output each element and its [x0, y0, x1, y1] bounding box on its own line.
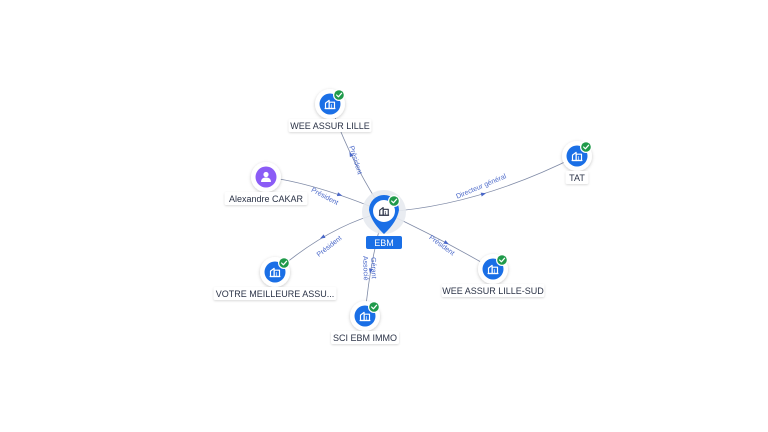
- node-label: Alexandre CAKAR: [229, 194, 304, 204]
- node-wee-sud[interactable]: WEE ASSUR LILLE-SUD: [441, 254, 545, 297]
- edge-arrow-icon: [480, 192, 487, 197]
- building-icon: [487, 264, 499, 275]
- edge-tat: Directeur général: [383, 155, 578, 213]
- node-votre[interactable]: VOTRE MEILLEURE ASSU...: [213, 257, 337, 300]
- edge-label: Président: [347, 145, 362, 175]
- edge-line: [383, 155, 578, 213]
- edge-label-line: Président: [316, 235, 344, 259]
- node-label: VOTRE MEILLEURE ASSU...: [216, 289, 335, 299]
- check-badge-icon: [496, 254, 508, 266]
- check-badge-icon: [368, 301, 380, 313]
- center-inner: [373, 200, 395, 222]
- building-icon: [269, 267, 281, 278]
- node-alexandre[interactable]: Alexandre CAKAR: [224, 162, 308, 205]
- center-label-bg: [366, 236, 402, 249]
- nodes-layer: WEE ASSUR LILLE TAT Alexandre CAKAR VOTRE M…: [213, 89, 592, 344]
- node-label-bg: [224, 192, 308, 205]
- check-badge-icon: [580, 141, 592, 153]
- node-wee-lille[interactable]: WEE ASSUR LILLE: [288, 89, 372, 132]
- node-tat[interactable]: TAT: [562, 141, 592, 184]
- node-label-bg: [331, 331, 399, 344]
- node-label-bg: [441, 284, 545, 297]
- edge-arrow-icon: [349, 151, 354, 158]
- edge-label-line: Directeur général: [455, 173, 508, 201]
- center-label: EBM: [374, 238, 394, 248]
- edge-label: GérantAssocié: [361, 256, 377, 281]
- check-badge-icon: [333, 89, 345, 101]
- node-label: WEE ASSUR LILLE: [290, 121, 370, 131]
- node-label-bg: [565, 171, 589, 184]
- node-label-bg: [288, 119, 372, 132]
- center-node[interactable]: EBM: [362, 190, 406, 249]
- node-label: TAT: [569, 173, 585, 183]
- node-sci[interactable]: SCI EBM IMMO: [331, 301, 399, 344]
- edge-label-line: Gérant: [369, 257, 377, 279]
- building-icon: [571, 151, 583, 162]
- edge-label-line: Président: [347, 145, 362, 175]
- node-label: SCI EBM IMMO: [333, 333, 397, 343]
- person-icon: [261, 171, 271, 182]
- building-icon: [378, 207, 390, 216]
- check-badge-icon: [388, 195, 400, 207]
- edge-arrow-icon: [368, 268, 373, 274]
- building-icon: [359, 311, 371, 322]
- edge-label-line: Associé: [361, 256, 369, 281]
- node-label: WEE ASSUR LILLE-SUD: [442, 286, 544, 296]
- edge-arrow-icon: [320, 234, 326, 239]
- check-badge-icon: [278, 257, 290, 269]
- building-icon: [324, 99, 336, 110]
- edge-arrow-icon: [443, 240, 449, 245]
- edge-label: Président: [316, 235, 344, 259]
- edge-arrow-icon: [336, 192, 343, 197]
- edge-label: Directeur général: [455, 173, 508, 201]
- node-label-bg: [213, 287, 337, 300]
